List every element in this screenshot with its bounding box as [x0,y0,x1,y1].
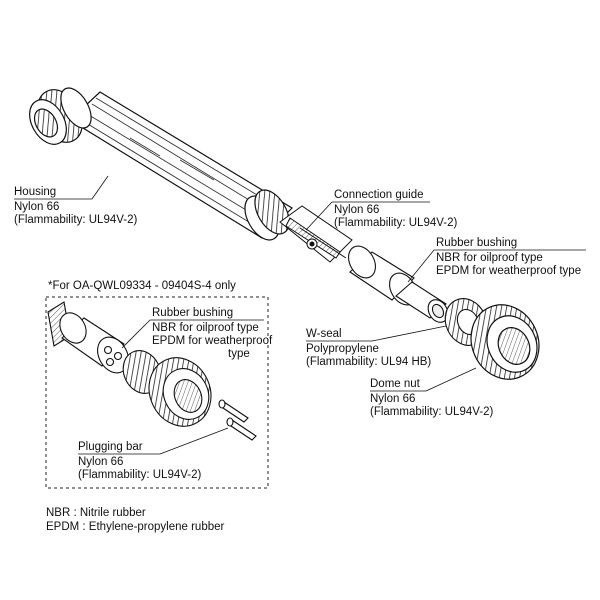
plugging-bar-name: Plugging bar [78,441,143,453]
connection-guide-part [279,205,353,263]
legend: NBR : Nitrile rubber EPDM : Ethylene-pro… [46,506,224,534]
rubber-bushing-line1: NBR for oilproof type [436,252,543,264]
connection-guide-rating: (Flammability: UL94V-2) [334,217,458,229]
connection-guide-label: Connection guide Nylon 66 (Flammability:… [334,189,457,230]
w-seal-material: Polypropylene [306,343,379,355]
dome-nut-part [470,304,540,380]
rubber-bushing-name: Rubber bushing [436,237,518,249]
inset-rubber-bushing-line2: EPDM for weatherproof [152,335,273,347]
inset-rubber-bushing-line3: type [228,348,250,360]
dome-nut-rating: (Flammability: UL94V-2) [370,406,494,418]
rubber-bushing-line2: EPDM for weatherproof type [436,265,582,277]
plugging-bar-material: Nylon 66 [78,456,124,468]
inset-title: *For OA-QWL09334 - 09404S-4 only [48,280,236,292]
housing-label: Housing Nylon 66 (Flammability: UL94V-2) [14,186,137,227]
plugging-bar-rating: (Flammability: UL94V-2) [78,469,202,481]
w-seal-label: W-seal Polypropylene (Flammability: UL94… [306,328,431,369]
legend-epdm: EPDM : Ethylene-propylene rubber [46,521,225,533]
connection-guide-material: Nylon 66 [334,204,380,216]
w-seal-rating: (Flammability: UL94 HB) [306,356,432,368]
w-seal-name: W-seal [306,328,342,340]
inset-frame [45,296,269,489]
dome-nut-name: Dome nut [370,378,420,390]
housing-rating: (Flammability: UL94V-2) [14,214,138,226]
legend-nbr: NBR : Nitrile rubber [46,507,146,519]
inset-rubber-bushing-line1: NBR for oilproof type [152,322,259,334]
inset-rubber-bushing-label: Rubber bushing NBR for oilproof type EPD… [152,307,272,361]
rubber-bushing-part [348,245,449,323]
rubber-bushing-label: Rubber bushing NBR for oilproof type EPD… [436,237,581,278]
leader-lines [14,175,586,455]
connection-guide-name: Connection guide [334,189,424,201]
dome-nut-material: Nylon 66 [370,393,416,405]
plugging-bar-label: Plugging bar Nylon 66 (Flammability: UL9… [78,441,201,482]
housing-material: Nylon 66 [14,201,60,213]
inset-parts [47,301,257,441]
housing-name: Housing [14,186,57,198]
dome-nut-label: Dome nut Nylon 66 (Flammability: UL94V-2… [370,378,493,419]
inset-rubber-bushing-name: Rubber bushing [152,307,234,319]
